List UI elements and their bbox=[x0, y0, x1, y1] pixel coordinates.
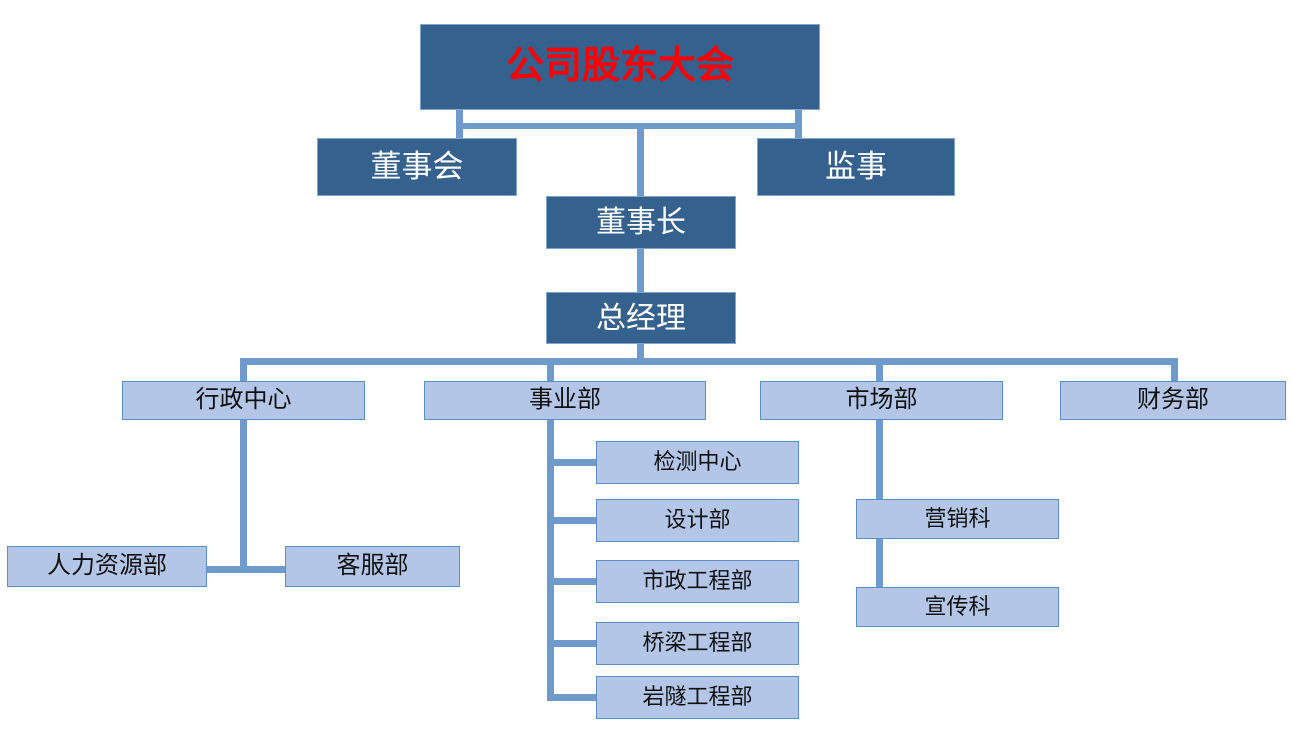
node-label-bridge-engineering-dept: 桥梁工程部 bbox=[642, 630, 753, 656]
node-label-finance-dept: 财务部 bbox=[1137, 387, 1209, 414]
connector-sales-to-publicity bbox=[876, 538, 883, 588]
node-shareholders-meeting[interactable]: 公司股东大会 bbox=[420, 24, 820, 110]
node-bridge-engineering-dept[interactable]: 桥梁工程部 bbox=[596, 622, 799, 665]
connector-shareholders-bus bbox=[456, 123, 802, 129]
connector-chairman-drop bbox=[637, 123, 644, 197]
connector-branch-design-dept bbox=[547, 517, 597, 524]
node-label-chairman: 董事长 bbox=[596, 206, 686, 239]
node-hr-dept[interactable]: 人力资源部 bbox=[7, 546, 207, 587]
node-testing-center[interactable]: 检测中心 bbox=[596, 441, 799, 484]
connector-business-division-drop bbox=[547, 358, 554, 382]
node-general-manager[interactable]: 总经理 bbox=[546, 292, 736, 344]
node-board-of-directors[interactable]: 董事会 bbox=[317, 138, 517, 196]
node-label-customer-service-dept: 客服部 bbox=[336, 553, 409, 580]
connector-level5-bus bbox=[240, 358, 1178, 365]
node-design-dept[interactable]: 设计部 bbox=[596, 499, 799, 542]
node-label-marketing-dept: 市场部 bbox=[845, 387, 918, 414]
connector-branch-bridge-dept bbox=[547, 640, 597, 647]
node-label-rock-tunnel-engineering-dept: 岩隧工程部 bbox=[642, 684, 753, 710]
node-label-business-division: 事业部 bbox=[529, 387, 601, 414]
connector-admin-center-spine bbox=[240, 420, 247, 572]
connector-admin-center-drop bbox=[240, 358, 247, 382]
node-publicity-section[interactable]: 宣传科 bbox=[856, 587, 1059, 627]
connector-supervisor-drop bbox=[795, 123, 802, 141]
node-label-hr-dept: 人力资源部 bbox=[47, 553, 167, 580]
node-label-publicity-section: 宣传科 bbox=[924, 593, 991, 619]
node-chairman[interactable]: 董事长 bbox=[546, 196, 736, 249]
node-marketing-dept[interactable]: 市场部 bbox=[760, 381, 1003, 420]
connector-gm-drop bbox=[637, 343, 644, 365]
node-label-testing-center: 检测中心 bbox=[653, 449, 742, 475]
node-label-board-of-directors: 董事会 bbox=[370, 148, 464, 184]
connector-business-division-spine bbox=[547, 420, 554, 701]
connector-finance-drop bbox=[1171, 358, 1178, 382]
connector-shareholders-left-drop bbox=[456, 108, 463, 128]
node-label-design-dept: 设计部 bbox=[664, 507, 731, 533]
connector-branch-rock-tunnel-dept bbox=[547, 694, 597, 701]
connector-marketing-to-sales bbox=[876, 420, 883, 500]
node-label-municipal-engineering-dept: 市政工程部 bbox=[642, 568, 753, 594]
node-business-division[interactable]: 事业部 bbox=[424, 381, 706, 420]
connector-board-drop bbox=[456, 123, 463, 141]
node-label-general-manager: 总经理 bbox=[596, 301, 686, 335]
node-rock-tunnel-engineering-dept[interactable]: 岩隧工程部 bbox=[596, 676, 799, 719]
connector-admin-center-crossbar bbox=[200, 566, 292, 573]
node-sales-section[interactable]: 营销科 bbox=[856, 499, 1059, 539]
connector-branch-municipal-dept bbox=[547, 578, 597, 585]
node-label-admin-center: 行政中心 bbox=[195, 387, 292, 414]
node-supervisor[interactable]: 监事 bbox=[757, 138, 955, 196]
node-label-supervisor: 监事 bbox=[825, 148, 887, 184]
node-label-sales-section: 营销科 bbox=[924, 505, 991, 531]
connector-branch-testing-center bbox=[547, 459, 597, 466]
node-municipal-engineering-dept[interactable]: 市政工程部 bbox=[596, 560, 799, 603]
node-label-shareholders-meeting: 公司股东大会 bbox=[505, 45, 734, 88]
connector-marketing-drop bbox=[876, 358, 883, 382]
connector-shareholders-right-drop bbox=[795, 108, 802, 128]
node-admin-center[interactable]: 行政中心 bbox=[122, 381, 365, 420]
connector-chairman-to-gm bbox=[637, 248, 644, 293]
node-customer-service-dept[interactable]: 客服部 bbox=[285, 546, 460, 587]
node-finance-dept[interactable]: 财务部 bbox=[1060, 381, 1286, 420]
